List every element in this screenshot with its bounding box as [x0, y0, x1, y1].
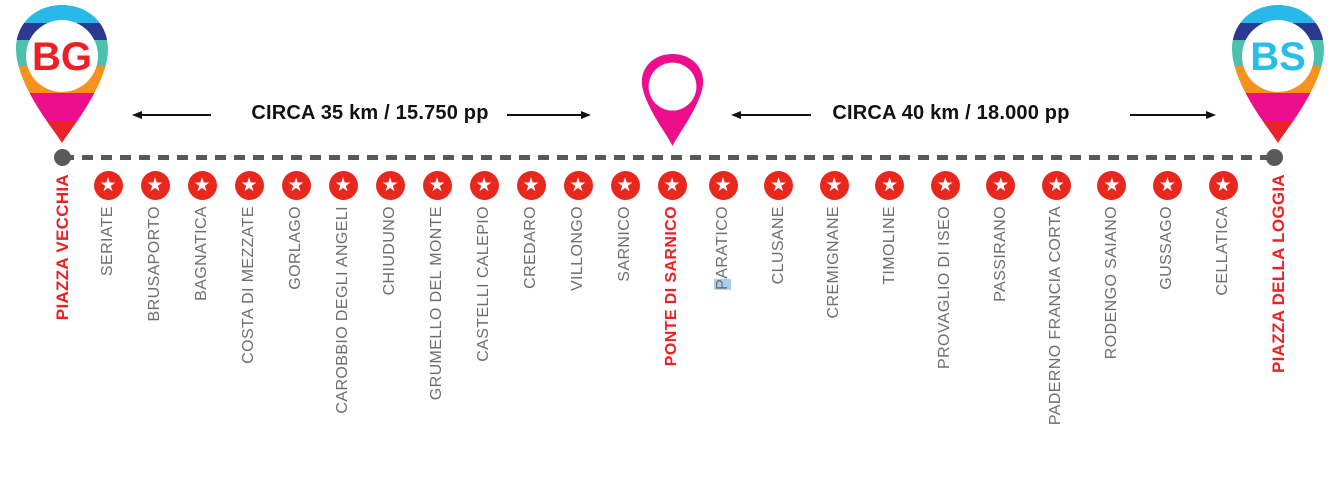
star-stop-icon: ★	[986, 171, 1016, 200]
stop-label-villongo: VILLONGO	[569, 206, 586, 292]
stop-label-ponte-di-sarnico: PONTE DI SARNICO	[663, 206, 680, 367]
stop-label-timoline: TIMOLINE	[880, 206, 898, 285]
star-stop-icon: ★	[819, 171, 849, 200]
stop-label-gussago: GUSSAGO	[1158, 206, 1176, 290]
stop-label-passirano: PASSIRANO	[991, 206, 1009, 302]
star-stop-icon: ★	[469, 171, 499, 200]
route-endpoint-dot-right	[1266, 149, 1283, 166]
bg-pin-code: BG	[32, 35, 92, 79]
stop-label-cellatica: CELLATICA	[1214, 206, 1231, 296]
star-stop-icon: ★	[328, 171, 358, 200]
star-stop-icon: ★	[930, 171, 960, 200]
route-dotted-line	[63, 155, 1275, 160]
star-stop-icon: ★	[1097, 171, 1127, 200]
star-stop-icon: ★	[1041, 171, 1071, 200]
arrow-right-icon	[1130, 111, 1216, 119]
star-stop-icon: ★	[234, 171, 264, 200]
stop-label-carobbio-degli-angeli: CAROBBIO DEGLI ANGELI	[334, 206, 351, 414]
star-stop-icon: ★	[281, 171, 311, 200]
stop-label-rodengo-saiano: RODENGO SAIANO	[1102, 206, 1120, 360]
stop-label-grumello-del-monte: GRUMELLO DEL MONTE	[428, 206, 445, 401]
star-stop-icon: ★	[708, 171, 738, 200]
stop-label-credaro: CREDARO	[522, 206, 539, 289]
stop-label-provaglio-di-iseo: PROVAGLIO DI ISEO	[936, 206, 954, 369]
distance-annotation-left: CIRCA 35 km / 15.750 pp	[251, 102, 489, 124]
stop-label-brusaporto: BRUSAPORTO	[146, 206, 163, 322]
star-stop-icon: ★	[187, 171, 217, 200]
stop-label-costa-di-mezzate: COSTA DI MEZZATE	[240, 206, 257, 364]
star-stop-icon: ★	[1208, 171, 1238, 200]
arrow-left-icon	[731, 111, 811, 119]
stop-label-seriate: SERIATE	[99, 206, 116, 277]
terminal-label-piazza-della-loggia: PIAZZA DELLA LOGGIA	[1269, 174, 1288, 373]
star-stop-icon: ★	[563, 171, 593, 200]
star-stop-icon: ★	[516, 171, 546, 200]
star-stop-icon: ★	[375, 171, 405, 200]
star-stop-icon: ★	[610, 171, 640, 200]
star-stop-icon: ★	[657, 171, 687, 200]
stop-label-castelli-calepio: CASTELLI CALEPIO	[475, 206, 492, 362]
stop-label-paratico: PARATICO	[714, 206, 731, 290]
stop-label-sarnico: SARNICO	[616, 206, 633, 282]
center-map-pin-icon	[641, 54, 704, 146]
star-stop-icon: ★	[140, 171, 170, 200]
stop-label-bagnatica: BAGNATICA	[193, 206, 210, 301]
stop-label-clusane: CLUSANE	[769, 206, 787, 285]
stop-label-chiuduno: CHIUDUNO	[381, 206, 398, 296]
bs-pin-code: BS	[1250, 35, 1306, 79]
stop-label-gorlago: GORLAGO	[287, 206, 304, 290]
stop-label-paderno-francia-corta: PADERNO FRANCIA CORTA	[1047, 206, 1065, 426]
star-stop-icon: ★	[422, 171, 452, 200]
star-stop-icon: ★	[764, 171, 794, 200]
star-stop-icon: ★	[93, 171, 123, 200]
arrow-left-icon	[132, 111, 211, 119]
distance-annotation-right: CIRCA 40 km / 18.000 pp	[832, 102, 1070, 124]
star-stop-icon: ★	[1152, 171, 1182, 200]
stop-label-cremignane: CREMIGNANE	[825, 206, 843, 319]
text-selection-highlight: P	[714, 278, 731, 290]
route-endpoint-dot-left	[54, 149, 71, 166]
terminal-label-piazza-vecchia: PIAZZA VECCHIA	[53, 174, 72, 321]
star-stop-icon: ★	[875, 171, 905, 200]
arrow-right-icon	[507, 111, 591, 119]
bs-map-pin-icon: BS	[1232, 5, 1324, 143]
bg-map-pin-icon: BG	[16, 5, 108, 143]
